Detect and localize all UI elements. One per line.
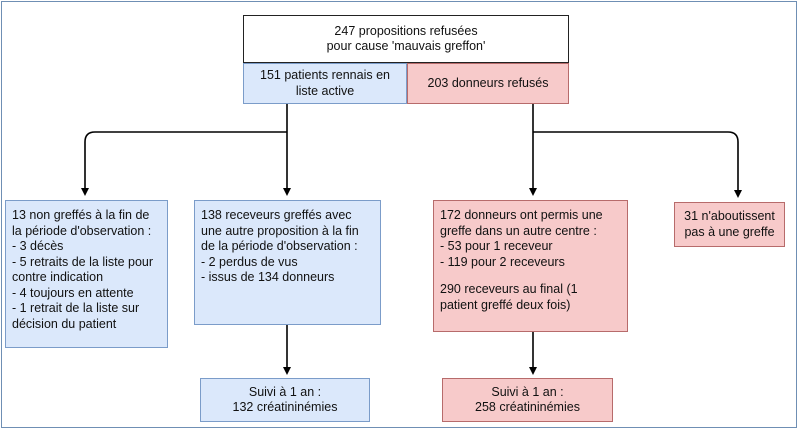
no-graft-line2: pas à une greffe — [684, 224, 775, 239]
donors-other-line: 172 donneurs ont permis une — [440, 208, 603, 222]
grafted-line: une autre proposition à la fin — [201, 223, 359, 238]
patients-line1: 151 patients rennais en — [260, 68, 390, 82]
total-refused-line2: pour cause 'mauvais greffon' — [326, 39, 486, 53]
followup-right-line2: 258 créatininémies — [475, 400, 580, 414]
grafted-line: de la période d'observation : — [201, 239, 358, 253]
not-grafted-line: contre indication — [12, 270, 104, 284]
grafted-line: 138 receveurs greffés avec — [201, 208, 352, 222]
followup-left-line1: Suivi à 1 an : — [248, 384, 322, 399]
donors-other-line: patient greffé deux fois) — [440, 297, 571, 312]
not-grafted-line: - 1 retrait de la liste sur — [12, 301, 140, 315]
donors-refused-label: 203 donneurs refusés — [427, 75, 549, 90]
donors-other-line: 290 receveurs au final (1 — [440, 282, 578, 296]
donors-other-centre-box: 172 donneurs ont permis une greffe dans … — [433, 200, 628, 332]
connector-to-no-graft — [533, 131, 742, 198]
donors-other-line: greffe dans un autre centre : — [440, 223, 597, 238]
not-grafted-line: - 5 retraits de la liste pour — [12, 254, 154, 269]
grafted-line: - issus de 134 donneurs — [201, 270, 335, 284]
donors-other-line: - 53 pour 1 receveur — [440, 239, 553, 253]
followup-left-box: Suivi à 1 an : 132 créatininémies — [200, 378, 370, 422]
grafted-box: 138 receveurs greffés avec une autre pro… — [194, 200, 381, 325]
no-graft-box: 31 n'aboutissent pas à une greffe — [674, 202, 785, 247]
total-refused-box: 247 propositions refusées pour cause 'ma… — [243, 15, 569, 63]
not-grafted-line: la période d'observation : — [12, 223, 152, 238]
patients-box: 151 patients rennais en liste active — [243, 63, 407, 104]
not-grafted-line: - 4 toujours en attente — [12, 285, 134, 300]
followup-right-line1: Suivi à 1 an : — [491, 384, 564, 399]
followup-left-line2: 132 créatininémies — [232, 400, 338, 414]
donors-refused-box: 203 donneurs refusés — [407, 63, 569, 104]
not-grafted-line: 13 non greffés à la fin de — [12, 208, 150, 222]
not-grafted-line: - 3 décès — [12, 239, 64, 253]
no-graft-line1: 31 n'aboutissent — [684, 209, 775, 223]
grafted-line: - 2 perdus de vus — [201, 254, 298, 269]
donors-other-line: - 119 pour 2 receveurs — [440, 254, 565, 269]
total-refused-line1: 247 propositions refusées — [334, 23, 478, 38]
not-grafted-box: 13 non greffés à la fin de la période d'… — [5, 200, 168, 348]
followup-right-box: Suivi à 1 an : 258 créatininémies — [442, 378, 613, 422]
patients-line2: liste active — [295, 83, 355, 98]
not-grafted-line: décision du patient — [12, 316, 117, 331]
spacer — [440, 270, 621, 282]
connector-to-not-grafted — [81, 131, 287, 196]
